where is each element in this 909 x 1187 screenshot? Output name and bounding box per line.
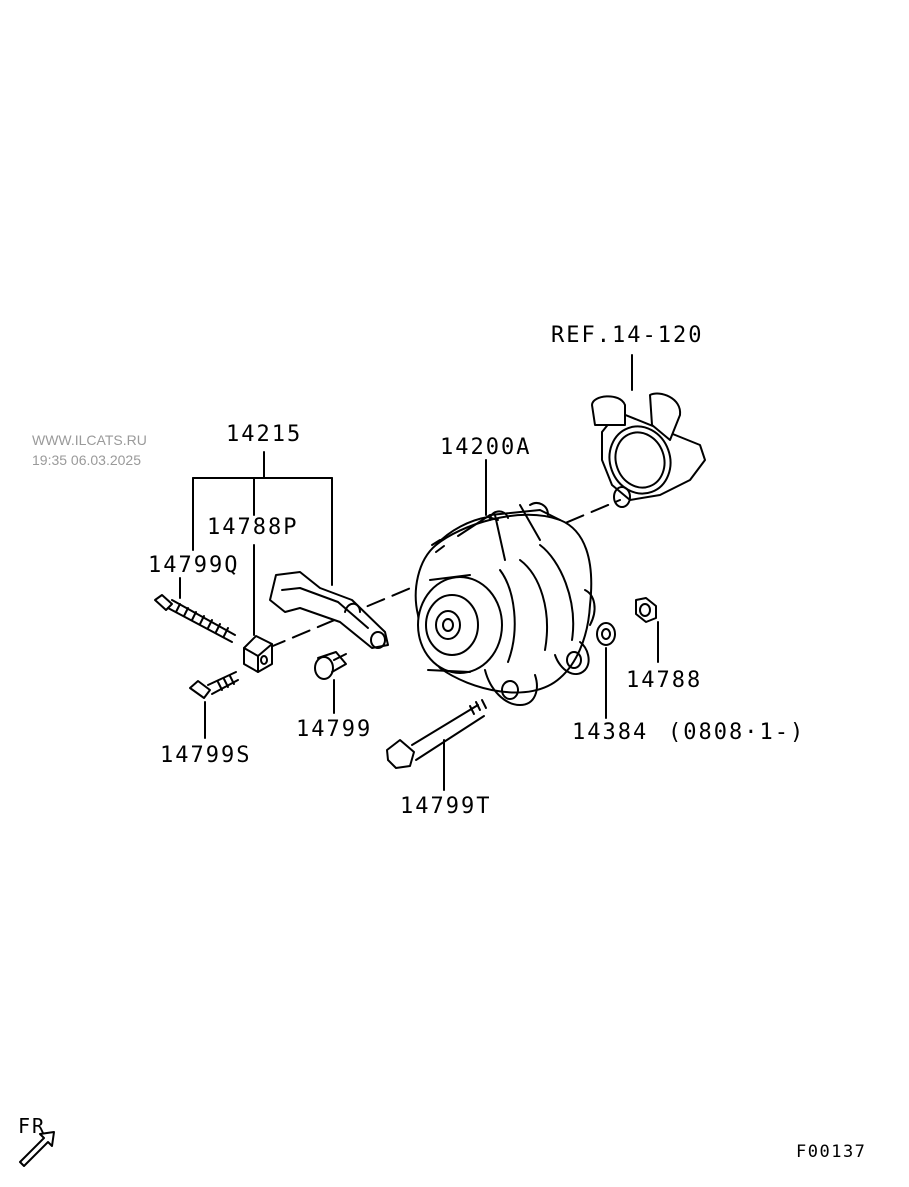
label-14384[interactable]: 14384: [572, 720, 649, 745]
watermark-site: WWW.ILCATS.RU: [32, 432, 147, 448]
front-direction-arrow-icon: [19, 1131, 55, 1167]
washer-14384: [596, 622, 616, 719]
leader-14215: [192, 451, 333, 636]
thermostat-housing: [591, 354, 706, 508]
bolt-14799T: [386, 699, 487, 791]
alternator-14200A: [414, 459, 596, 706]
label-14788P[interactable]: 14788P: [207, 515, 299, 540]
bolt-14799Q: [154, 577, 236, 643]
orientation-label: FR: [18, 1114, 47, 1138]
label-14788[interactable]: 14788: [626, 668, 703, 693]
nut-14788: [635, 597, 659, 663]
label-14215[interactable]: 14215: [226, 422, 303, 447]
bolt-14799: [314, 651, 347, 714]
alternator-bracket-14215: [269, 571, 389, 649]
label-14799T[interactable]: 14799T: [400, 794, 492, 819]
label-14799[interactable]: 14799: [296, 717, 373, 742]
spacer-14788P: [243, 635, 273, 673]
label-14384-note: (0808·1-): [668, 720, 806, 745]
label-ref-14-120[interactable]: REF.14-120: [551, 323, 704, 348]
bolt-14799S: [189, 671, 239, 739]
label-14200A[interactable]: 14200A: [440, 435, 532, 460]
watermark-timestamp: 19:35 06.03.2025: [32, 452, 141, 468]
label-14799S[interactable]: 14799S: [160, 743, 252, 768]
figure-code: F00137: [796, 1142, 867, 1162]
label-14799Q[interactable]: 14799Q: [148, 553, 240, 578]
